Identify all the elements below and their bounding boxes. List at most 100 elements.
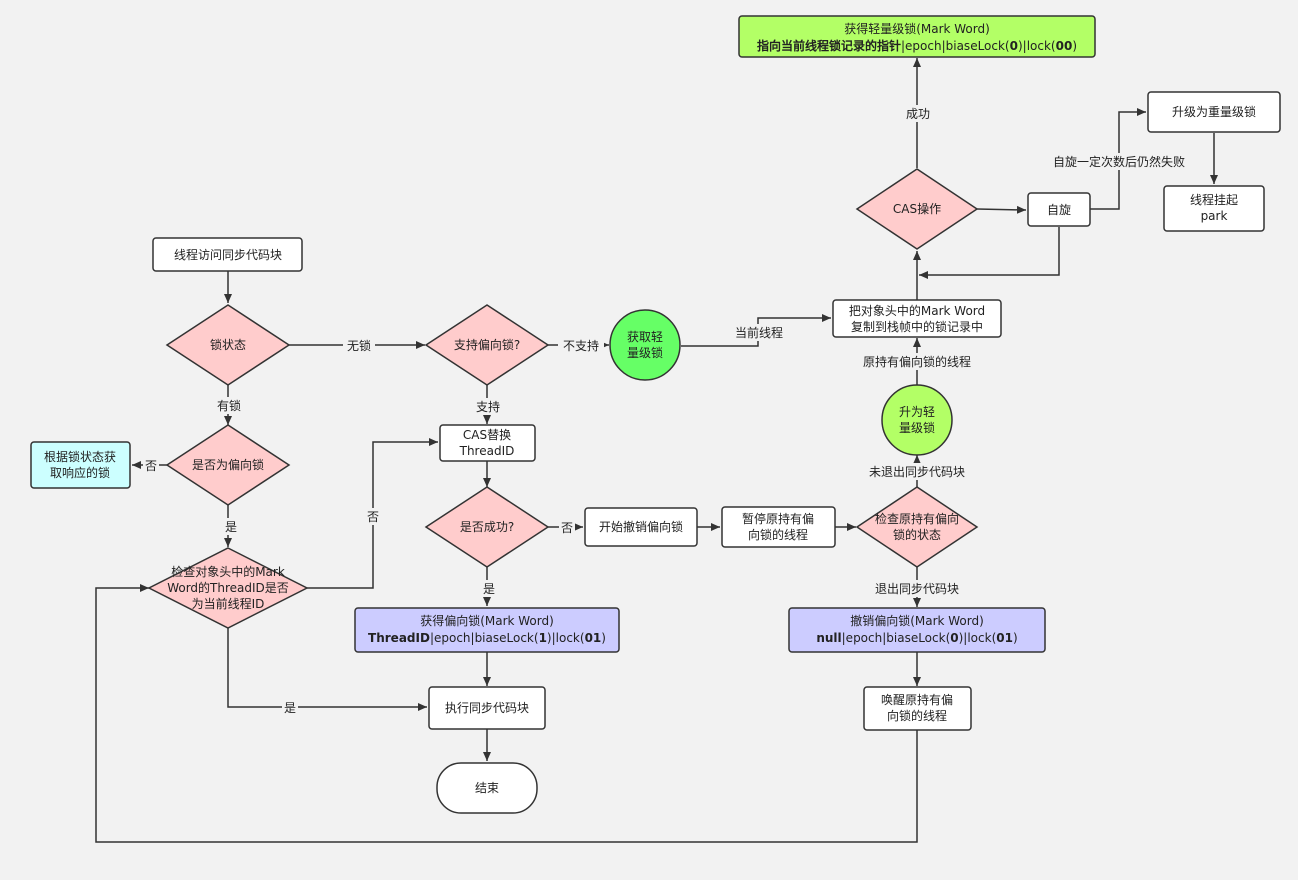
node-cas-replace: CAS替换 ThreadID [439, 424, 536, 462]
got-biased-threadid: ThreadID [368, 631, 430, 645]
node-start-revoke: 开始撤销偏向锁 [584, 507, 698, 547]
got-biased-end: ) [601, 631, 606, 645]
edge-casop-to-spin [976, 205, 1027, 214]
label-current-thread: 当前线程 [735, 325, 783, 340]
node-wake-thread-line2: 向锁的线程 [887, 708, 947, 723]
node-by-state-line2: 取响应的锁 [50, 465, 110, 480]
node-get-light-line2: 量级锁 [627, 345, 663, 360]
label-spin-fail: 自旋一定次数后仍然失败 [1053, 154, 1185, 169]
node-start-revoke-label: 开始撤销偏向锁 [599, 519, 683, 534]
label-has-lock: 有锁 [217, 398, 241, 413]
got-biased-lock: 01 [585, 631, 602, 645]
node-got-biased-line2: ThreadID|epoch|biaseLock(1)|lock(01) [368, 631, 606, 645]
node-wake-thread-line1: 唤醒原持有偏 [881, 692, 953, 707]
node-copy-mark: 把对象头中的Mark Word 复制到栈帧中的锁记录中 [832, 299, 1002, 338]
node-pause-thread-line2: 向锁的线程 [748, 527, 808, 542]
node-is-biased-label: 是否为偏向锁 [192, 457, 264, 472]
edge-labels: 无锁 有锁 不支持 支持 否 是 否 是 否 是 当前线程 原持有偏向锁的线程 … [143, 105, 1192, 716]
got-biased-bias: 1 [539, 631, 547, 645]
got-light-mid1: |epoch|biaseLock( [901, 39, 1010, 53]
revoke-mid1: |epoch|biaseLock( [842, 631, 951, 645]
got-light-end: ) [1072, 39, 1077, 53]
label-not-supported: 不支持 [563, 338, 599, 353]
edge-spin-to-casop [919, 227, 1060, 279]
node-get-light-line1: 获取轻 [627, 330, 663, 344]
node-end-label: 结束 [475, 781, 499, 795]
node-pause-thread-line1: 暂停原持有偏 [742, 511, 814, 526]
node-wake-thread: 唤醒原持有偏 向锁的线程 [863, 686, 972, 731]
label-success: 成功 [906, 107, 930, 121]
node-get-light: 获取轻 量级锁 [609, 309, 681, 381]
node-got-biased: 获得偏向锁(Mark Word) ThreadID|epoch|biaseLoc… [354, 607, 620, 653]
node-check-state: 检查原持有偏向 锁的状态 [855, 486, 979, 568]
label-exited: 退出同步代码块 [875, 582, 959, 596]
node-got-light-line1: 获得轻量级锁(Mark Word) [844, 21, 990, 36]
node-park-line2: park [1201, 209, 1228, 223]
node-upgrade-light: 升为轻 量级锁 [881, 384, 953, 456]
node-by-state-line1: 根据锁状态获 [44, 449, 116, 464]
label-yes-success: 是 [483, 582, 495, 596]
node-check-state-line2: 锁的状态 [893, 527, 941, 542]
node-got-light: 获得轻量级锁(Mark Word) 指向当前线程锁记录的指针|epoch|bia… [738, 15, 1096, 58]
revoke-lock: 01 [996, 631, 1013, 645]
label-no-lock: 无锁 [347, 338, 371, 353]
label-yes-thread: 是 [284, 701, 296, 715]
node-cas-op-label: CAS操作 [893, 201, 941, 216]
node-is-biased: 是否为偏向锁 [165, 424, 291, 506]
node-park-line1: 线程挂起 [1190, 192, 1238, 207]
got-light-pointer: 指向当前线程锁记录的指针 [757, 38, 901, 53]
node-upgrade-heavy: 升级为重量级锁 [1147, 91, 1281, 133]
node-support-biased: 支持偏向锁? [424, 304, 550, 386]
got-light-mid2: )|lock( [1018, 39, 1056, 53]
node-check-state-line1: 检查原持有偏向 [875, 511, 959, 526]
node-lock-state-label: 锁状态 [210, 337, 246, 352]
node-check-thread: 检查对象头中的Mark Word的ThreadID是否 为当前线程ID [147, 547, 309, 629]
node-exec-block-label: 执行同步代码块 [445, 701, 529, 715]
node-revoke-biased: 撤销偏向锁(Mark Word) null|epoch|biaseLock(0)… [788, 607, 1046, 653]
node-end: 结束 [436, 762, 538, 814]
revoke-null: null [816, 631, 841, 645]
node-got-biased-line1: 获得偏向锁(Mark Word) [420, 613, 554, 628]
node-check-thread-line3: 为当前线程ID [192, 596, 265, 611]
revoke-end: ) [1013, 631, 1018, 645]
node-is-success-label: 是否成功? [460, 520, 514, 534]
node-exec-block: 执行同步代码块 [428, 686, 546, 730]
node-start: 线程访问同步代码块 [152, 237, 303, 272]
node-park: 线程挂起 park [1163, 185, 1265, 232]
node-spin: 自旋 [1027, 192, 1091, 227]
label-orig-thread: 原持有偏向锁的线程 [863, 354, 971, 369]
edge-wake-to-check [95, 584, 918, 843]
label-not-exited: 未退出同步代码块 [869, 465, 965, 479]
node-got-light-line2: 指向当前线程锁记录的指针|epoch|biaseLock(0)|lock(00) [757, 38, 1077, 53]
edge-check-to-exec [227, 628, 427, 711]
node-copy-mark-line1: 把对象头中的Mark Word [849, 303, 985, 318]
got-light-lock: 00 [1056, 39, 1073, 53]
node-is-success: 是否成功? [424, 486, 550, 568]
node-check-thread-line1: 检查对象头中的Mark [171, 564, 285, 579]
node-cas-replace-line1: CAS替换 [463, 428, 511, 442]
revoke-bias: 0 [950, 631, 958, 645]
label-no-biased: 否 [145, 459, 157, 473]
node-revoke-biased-line2: null|epoch|biaseLock(0)|lock(01) [816, 631, 1017, 645]
node-copy-mark-line2: 复制到栈帧中的锁记录中 [851, 319, 983, 334]
label-supported: 支持 [476, 399, 500, 414]
got-biased-mid2: )|lock( [547, 631, 585, 645]
label-no-thread: 否 [367, 510, 379, 524]
node-check-thread-line2: Word的ThreadID是否 [167, 580, 289, 595]
node-cas-replace-line2: ThreadID [459, 444, 515, 458]
node-upgrade-light-line2: 量级锁 [899, 420, 935, 435]
node-pause-thread: 暂停原持有偏 向锁的线程 [721, 506, 836, 548]
node-revoke-biased-line1: 撤销偏向锁(Mark Word) [850, 613, 984, 628]
node-upgrade-light-line1: 升为轻 [899, 405, 935, 419]
node-spin-label: 自旋 [1047, 203, 1071, 217]
revoke-mid2: )|lock( [959, 631, 997, 645]
node-cas-op: CAS操作 [855, 168, 979, 250]
got-light-bias: 0 [1010, 39, 1018, 53]
node-support-biased-label: 支持偏向锁? [454, 337, 520, 352]
node-by-state: 根据锁状态获 取响应的锁 [30, 441, 131, 489]
got-biased-mid1: |epoch|biaseLock( [430, 631, 539, 645]
label-yes-biased: 是 [225, 520, 237, 534]
node-upgrade-heavy-label: 升级为重量级锁 [1172, 104, 1256, 119]
label-no-success: 否 [561, 521, 573, 535]
